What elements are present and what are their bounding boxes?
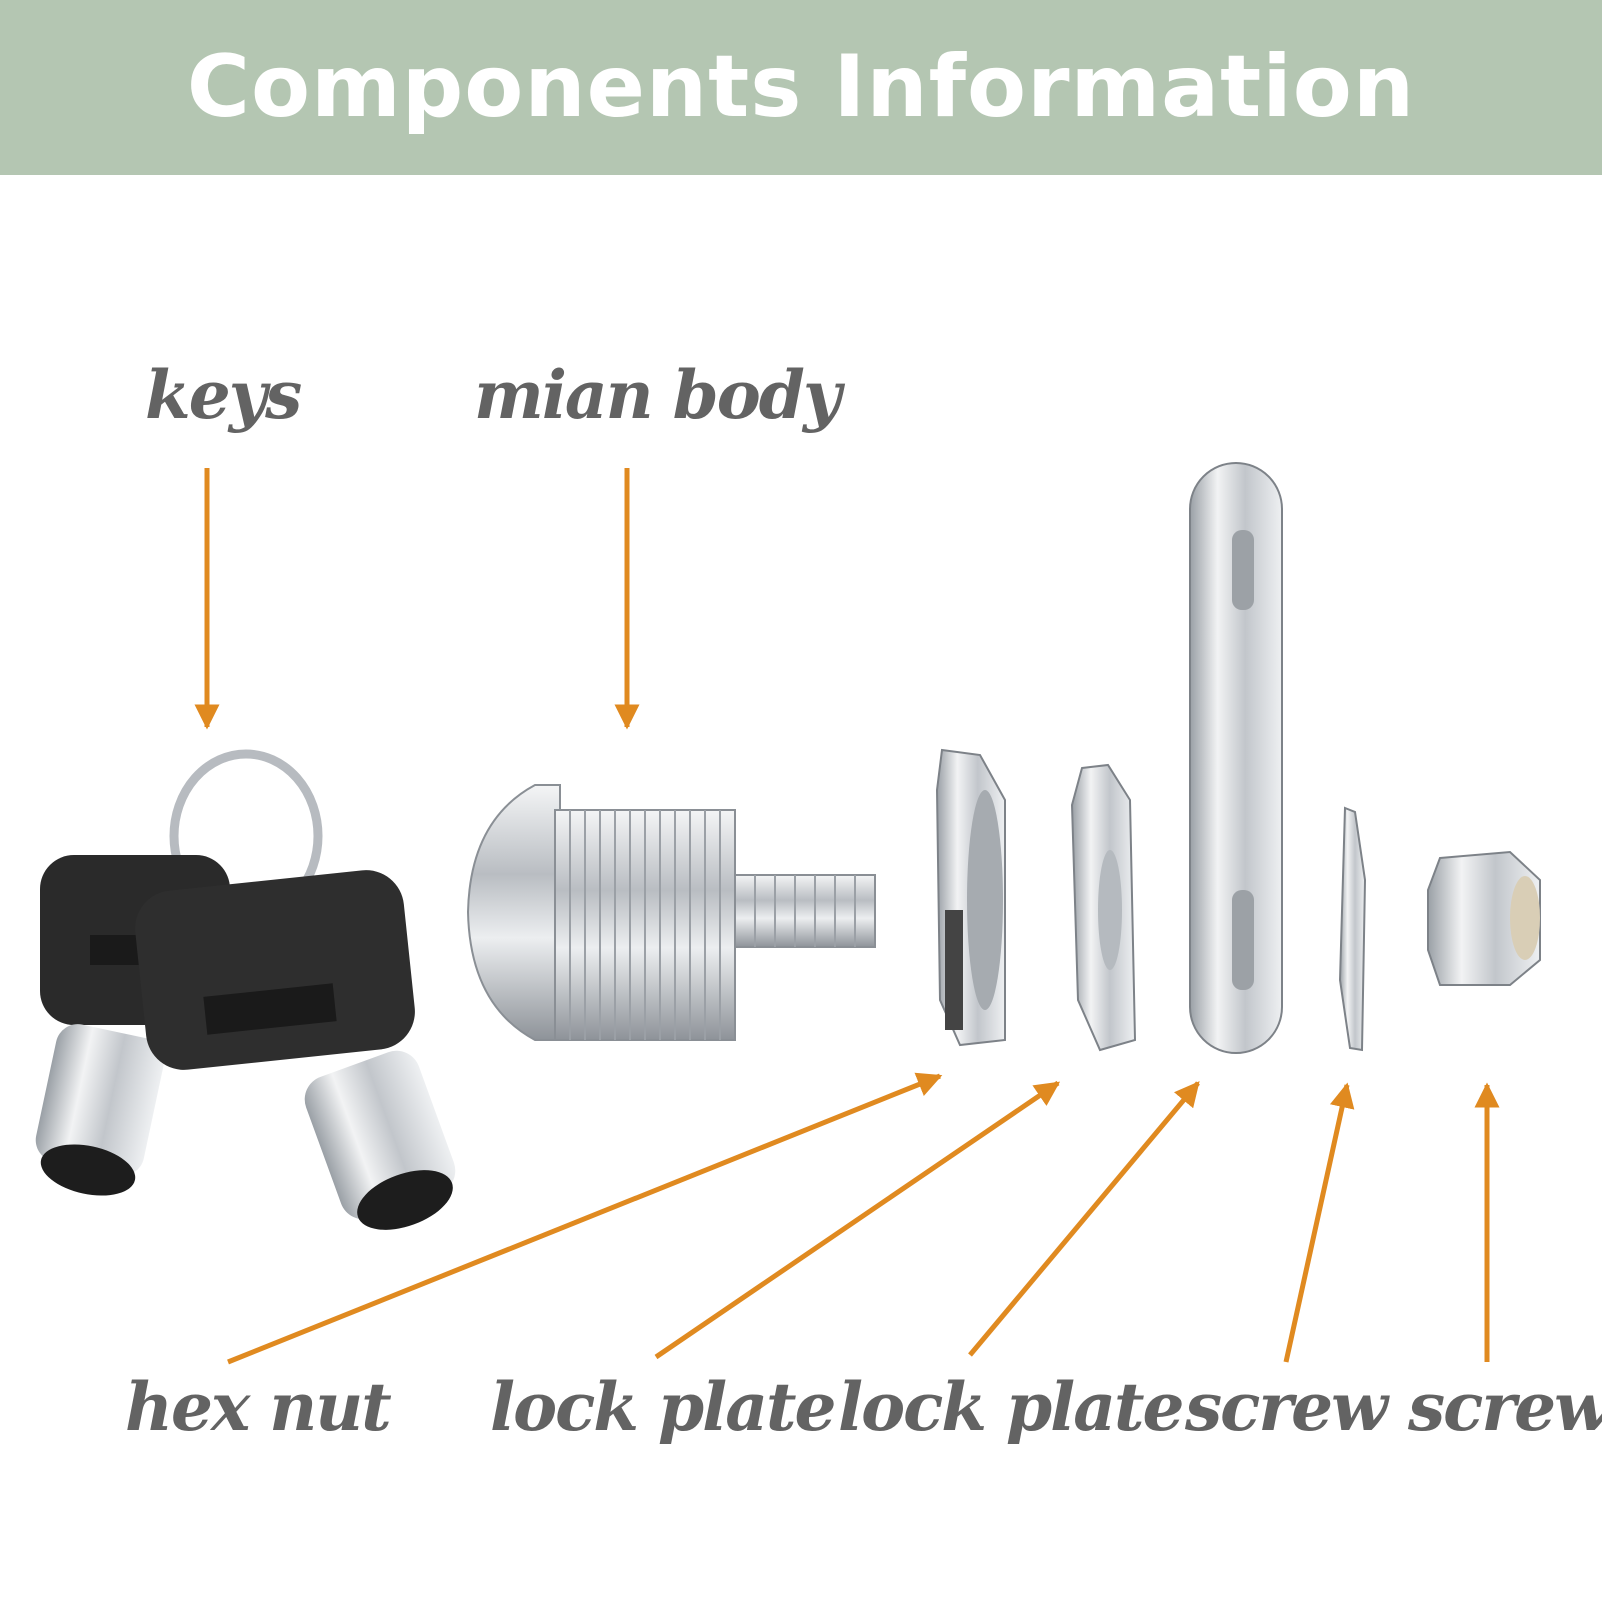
arrow-lock-plate-2 — [968, 1081, 1200, 1357]
key-head-front — [135, 870, 415, 1070]
main-body-spindle — [734, 874, 876, 948]
label-main-body: mian body — [474, 356, 841, 434]
arrow-lock-plate-1 — [654, 1080, 1061, 1360]
label-lock-plate-1: lock plate — [490, 1368, 836, 1446]
label-screw-1: screw — [1185, 1368, 1388, 1446]
main-body-flange — [466, 784, 561, 1041]
label-hex-nut: hex nut — [125, 1368, 392, 1446]
label-keys: keys — [145, 356, 302, 434]
label-screw-2: screw — [1408, 1368, 1602, 1446]
lock-plate-2-illustration — [1189, 462, 1283, 1054]
main-body-illustration — [466, 784, 876, 1041]
title-banner: Components Information — [0, 0, 1602, 175]
hex-nut-illustration — [935, 748, 1006, 1047]
arrows — [194, 468, 1500, 1365]
keys-illustration — [35, 749, 456, 1230]
label-lock-plate-2: lock plate — [838, 1368, 1184, 1446]
lock-plate-1-illustration — [1070, 763, 1137, 1052]
arrow-screw-1 — [1283, 1082, 1355, 1363]
page-title: Components Information — [186, 37, 1416, 137]
arrow-hex-nut — [227, 1072, 943, 1365]
key-shaft-back — [35, 1024, 165, 1176]
screw-1-illustration — [1338, 806, 1367, 1052]
screw-2-illustration — [1427, 850, 1541, 986]
